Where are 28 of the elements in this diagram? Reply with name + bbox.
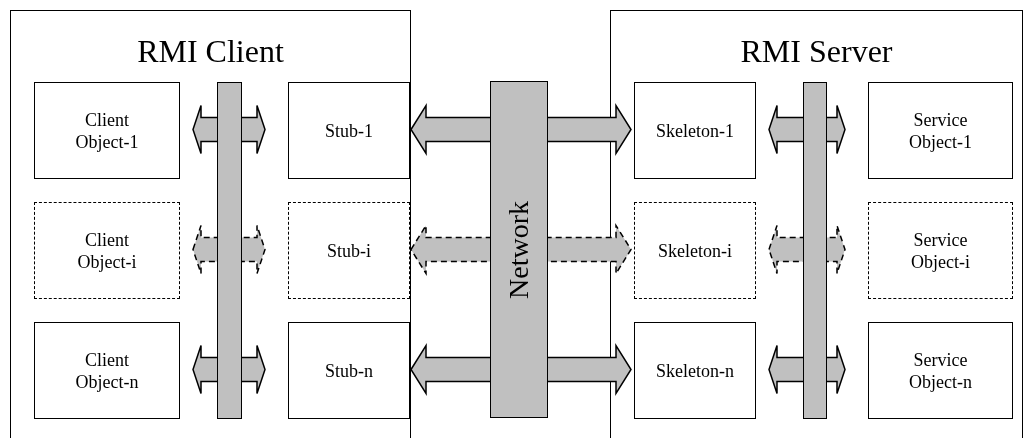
network-bar: Network	[490, 81, 548, 418]
double-arrow	[410, 102, 632, 157]
container-panel	[610, 10, 1023, 438]
container-panel	[10, 10, 411, 438]
double-arrow	[768, 104, 846, 155]
object-box: Service Object-n	[868, 322, 1013, 419]
double-arrow	[410, 342, 632, 397]
object-box: Skeleton-n	[634, 322, 756, 419]
double-arrow	[192, 344, 266, 395]
object-box: Skeleton-i	[634, 202, 756, 299]
double-arrow	[768, 224, 846, 275]
object-box: Client Object-n	[34, 322, 180, 419]
double-arrow	[192, 104, 266, 155]
double-arrow	[192, 224, 266, 275]
bus-bar	[217, 82, 242, 419]
object-box: Skeleton-1	[634, 82, 756, 179]
bus-bar	[803, 82, 827, 419]
object-box: Stub-n	[288, 322, 410, 419]
object-box: Stub-i	[288, 202, 410, 299]
object-box: Service Object-1	[868, 82, 1013, 179]
panel-title: RMI Server	[739, 33, 894, 69]
panel-title: RMI Client	[136, 33, 285, 69]
double-arrow	[768, 344, 846, 395]
object-box: Client Object-1	[34, 82, 180, 179]
object-box: Client Object-i	[34, 202, 180, 299]
double-arrow	[410, 222, 632, 277]
object-box: Service Object-i	[868, 202, 1013, 299]
object-box: Stub-1	[288, 82, 410, 179]
